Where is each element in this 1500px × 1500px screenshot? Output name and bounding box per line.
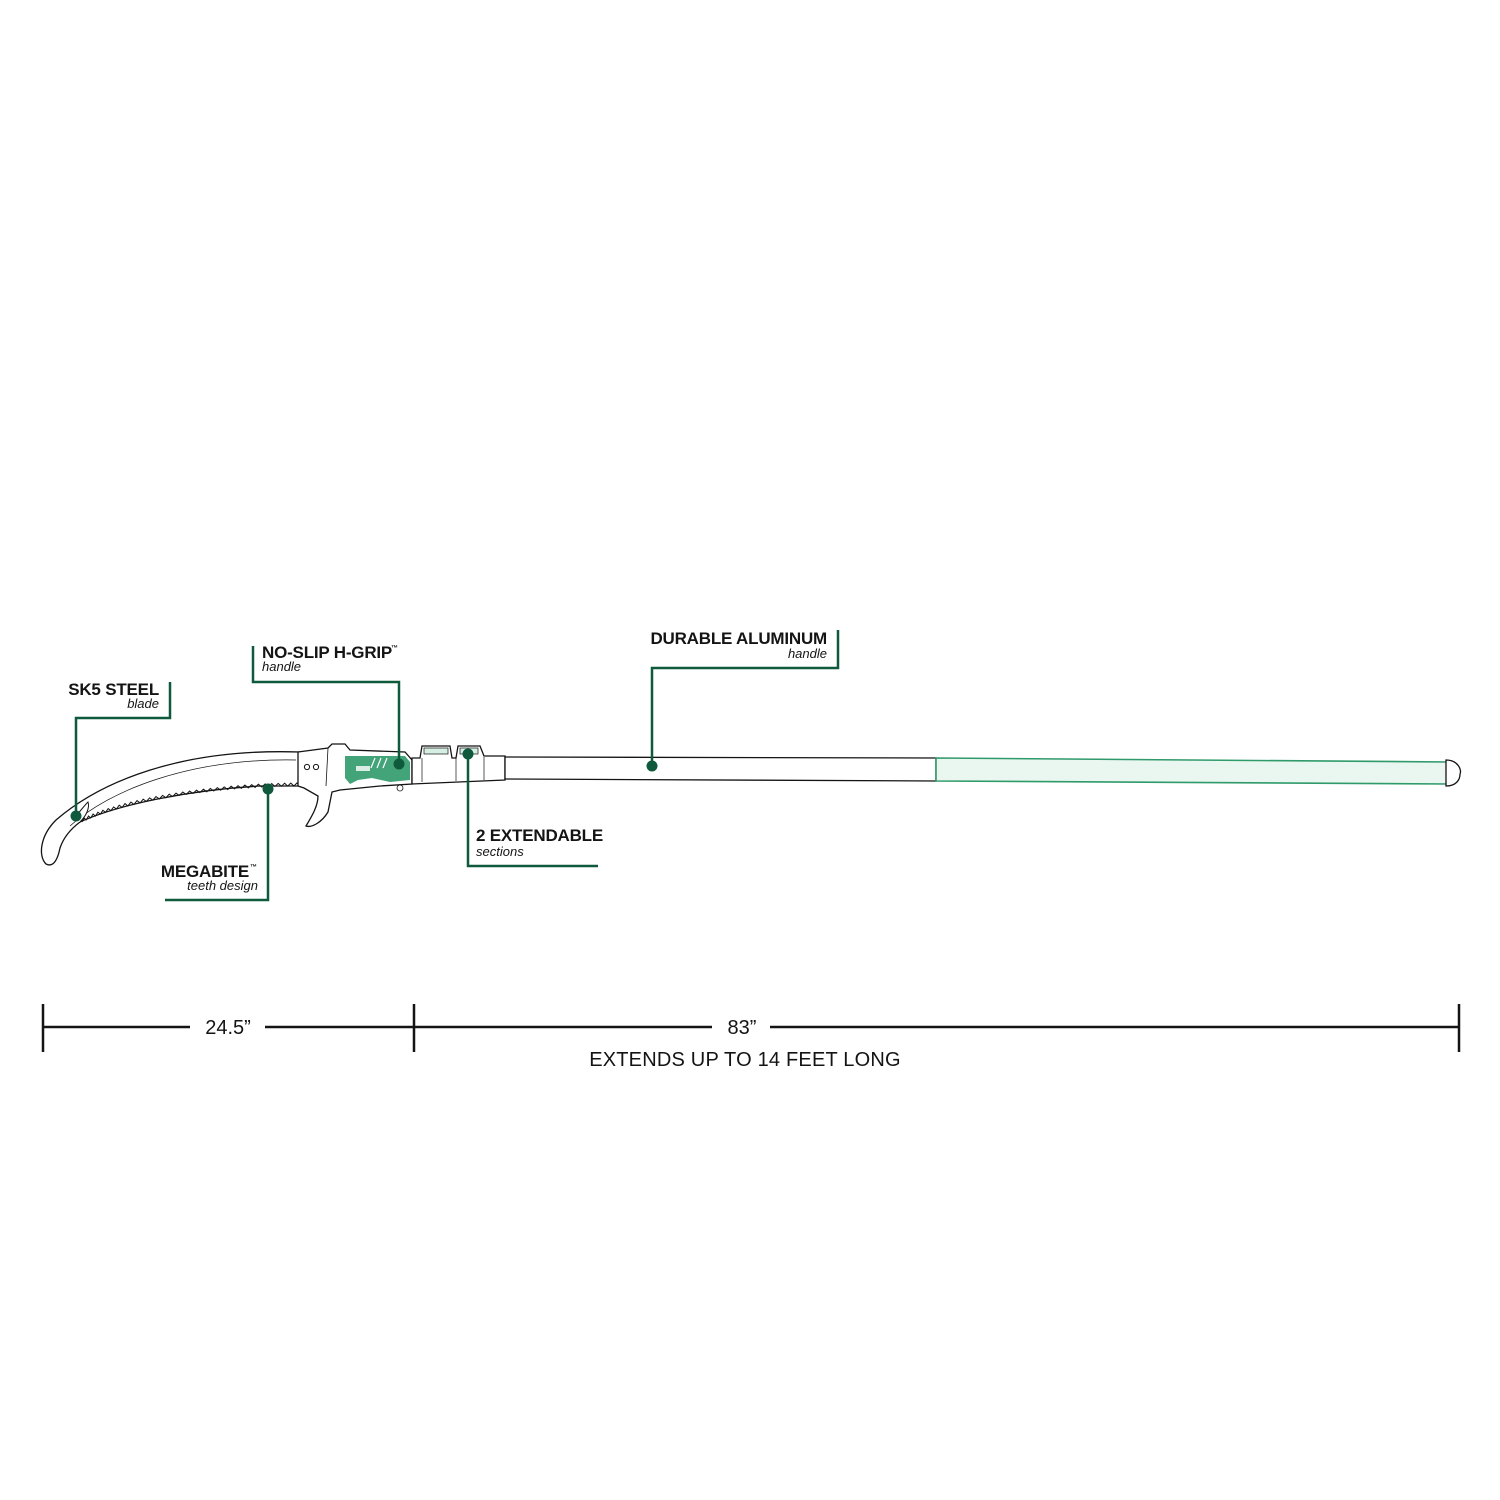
callout-dot	[462, 748, 474, 760]
callout-h-grip-title: NO-SLIP H-GRIP	[262, 643, 392, 662]
callout-dot	[393, 758, 405, 770]
callout-dot	[262, 783, 274, 795]
callout-dot	[70, 810, 82, 822]
callout-h-grip: NO-SLIP H-GRIP ™ handle	[251, 643, 405, 770]
callout-megabite-tm: ™	[250, 864, 257, 871]
callout-h-grip-sub: handle	[262, 659, 301, 674]
callout-durable-aluminum: DURABLE ALUMINUM handle	[646, 629, 840, 772]
callout-megabite: MEGABITE ™ teeth design	[161, 783, 274, 902]
callout-sections-title: 2 EXTENDABLE	[476, 826, 603, 845]
extension-collars	[411, 745, 506, 785]
callout-h-grip-tm: ™	[391, 645, 398, 652]
dimension-pole: 83” EXTENDS UP TO 14 FEET LONG	[414, 1004, 1461, 1071]
dimension-pole-label: 83”	[728, 1017, 757, 1039]
dimension-head: 24.5”	[41, 1004, 416, 1052]
callout-dot	[646, 760, 658, 772]
callout-megabite-title: MEGABITE	[161, 862, 249, 881]
callout-megabite-sub: teeth design	[187, 878, 258, 893]
blade-teeth	[81, 782, 301, 823]
saw-blade	[40, 751, 301, 866]
dimension-note: EXTENDS UP TO 14 FEET LONG	[589, 1049, 901, 1071]
callout-sk5-title: SK5 STEEL	[68, 680, 159, 699]
dimension-head-label: 24.5”	[205, 1017, 251, 1039]
callout-sk5-steel: SK5 STEEL blade	[68, 680, 172, 822]
callout-extendable-sections: 2 EXTENDABLE sections	[462, 748, 603, 868]
pole-saw-illustration	[40, 743, 1462, 866]
aluminum-pole	[504, 756, 1462, 787]
callout-aluminum-sub: handle	[788, 646, 827, 661]
callout-sk5-sub: blade	[127, 696, 159, 711]
callout-sections-sub: sections	[476, 844, 524, 859]
callout-aluminum-title: DURABLE ALUMINUM	[650, 629, 827, 648]
